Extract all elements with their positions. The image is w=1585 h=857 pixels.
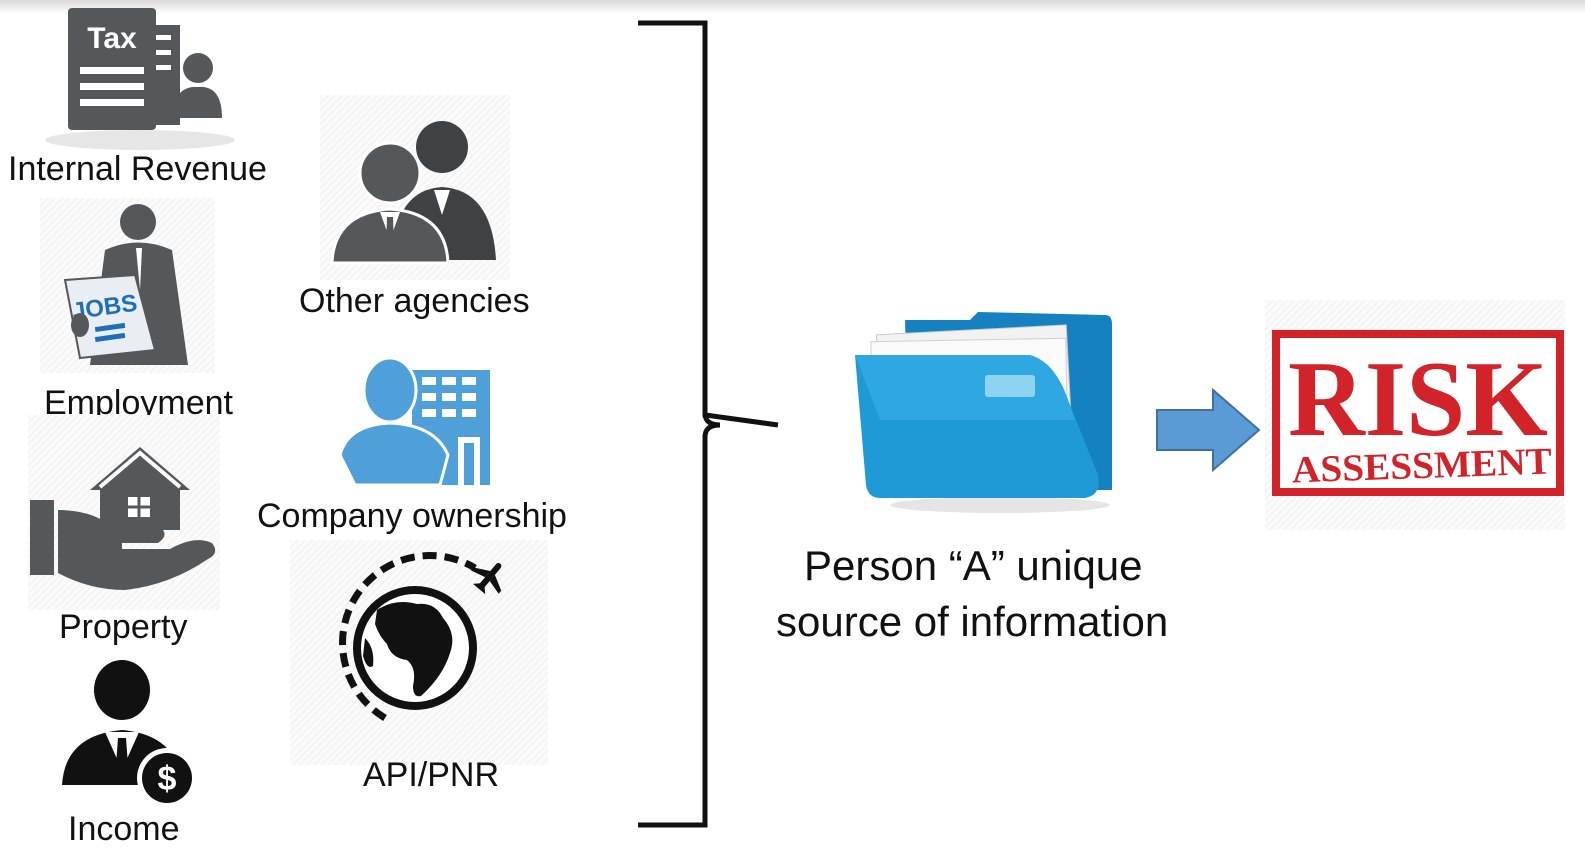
center-label-line1: Person “A” unique — [804, 542, 1143, 589]
jobs-newspaper-person-icon: JOBS — [63, 204, 188, 365]
dollar-icon-text: $ — [158, 760, 177, 798]
right-arrow-icon — [1156, 387, 1261, 473]
two-businessmen-icon — [330, 121, 496, 265]
stamp-subtitle: ASSESSMENT — [1291, 440, 1552, 491]
blue-folder-icon — [855, 312, 1112, 513]
label-other-agencies: Other agencies — [299, 282, 530, 320]
tax-icon-text: Tax — [87, 22, 137, 55]
center-label-line2: source of information — [776, 598, 1169, 645]
risk-assessment-stamp-icon: RISK ASSESSMENT — [1272, 330, 1564, 496]
person-building-icon — [338, 356, 490, 487]
businessman-dollar-icon: $ — [62, 660, 197, 808]
grouping-bracket — [638, 20, 779, 828]
label-company-ownership: Company ownership — [257, 497, 567, 535]
top-shadow-bar — [0, 0, 1585, 14]
label-income: Income — [68, 810, 180, 848]
label-api-pnr: API/PNR — [363, 756, 500, 794]
tax-document-icon: Tax — [45, 8, 235, 150]
label-internal-revenue: Internal Revenue — [8, 150, 267, 188]
stamp-title: RISK — [1288, 340, 1548, 459]
label-property: Property — [59, 608, 188, 646]
hand-house-icon — [30, 447, 216, 590]
globe-airplane-icon — [339, 552, 502, 721]
